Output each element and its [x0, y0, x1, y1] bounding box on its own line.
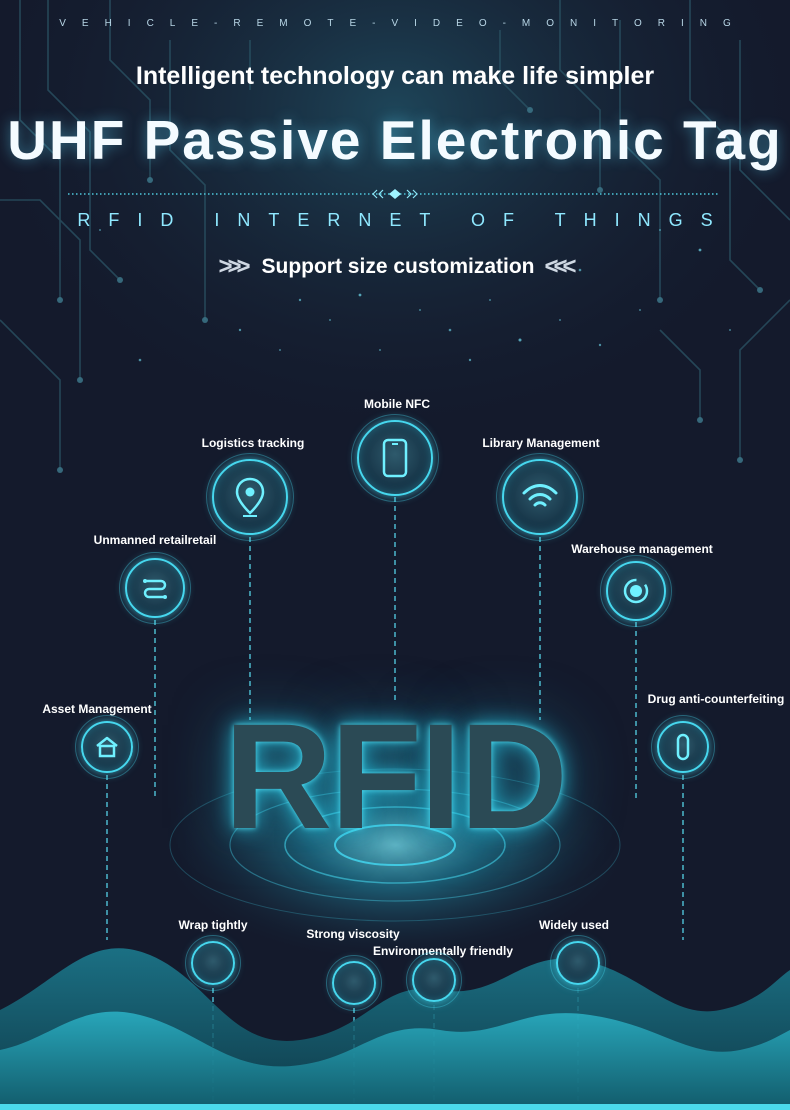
smartphone-icon	[382, 438, 408, 478]
label-strong-viscosity: Strong viscosity	[306, 927, 400, 941]
customization-row: >>> Support size customization <<<	[0, 252, 790, 282]
top-tagline: VEHICLE-REMOTE-VIDEO-MONITORING	[59, 18, 747, 29]
node-logistics-tracking	[206, 453, 294, 541]
retail-flow-icon	[143, 579, 167, 599]
label-logistics-tracking: Logistics tracking	[201, 436, 305, 450]
label-drug-anti-counterfeiting: Drug anti-counterfeiting	[647, 692, 785, 706]
wifi-icon	[522, 484, 558, 507]
subtitle: Intelligent technology can make life sim…	[135, 62, 655, 90]
node-widely-used	[550, 935, 606, 991]
chevrons-right-icon: >>>	[218, 253, 250, 280]
node-drug-anti-counterfeiting	[651, 715, 715, 779]
node-unmanned-retail	[119, 552, 191, 624]
node-environmentally-friendly	[406, 952, 462, 1008]
label-environmentally-friendly: Environmentally friendly	[372, 944, 514, 958]
page-title: UHF Passive Electronic Tag	[7, 109, 783, 171]
customization-text: Support size customization	[261, 255, 535, 278]
chevrons-left-icon: <<<	[544, 253, 577, 280]
label-mobile-nfc: Mobile NFC	[364, 397, 430, 411]
location-pin-icon	[235, 477, 265, 517]
node-warehouse-management	[600, 555, 672, 627]
node-asset-management	[75, 715, 139, 779]
rotate-target-icon	[623, 578, 649, 604]
node-mobile-nfc	[351, 414, 439, 502]
node-wrap-tightly	[185, 935, 241, 991]
label-widely-used: Widely used	[539, 918, 609, 932]
home-icon	[96, 736, 118, 758]
capsule-icon	[676, 733, 690, 761]
label-library-management: Library Management	[482, 436, 600, 450]
rfid-logo-text: RFID	[224, 692, 568, 860]
label-asset-management: Asset Management	[42, 702, 152, 716]
node-library-management	[496, 453, 584, 541]
banner-text: RFID INTERNET OF THINGS	[77, 210, 731, 230]
label-wrap-tightly: Wrap tightly	[178, 918, 248, 932]
node-strong-viscosity	[326, 955, 382, 1011]
label-unmanned-retail: Unmanned retailretail	[93, 533, 217, 547]
label-warehouse-management: Warehouse management	[571, 542, 713, 556]
